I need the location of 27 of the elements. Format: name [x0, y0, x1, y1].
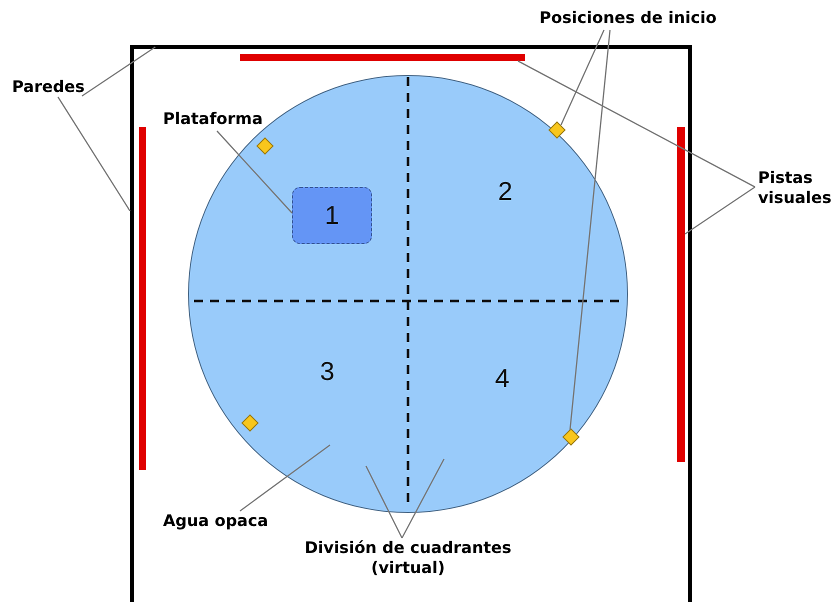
callout-label: Pistas visuales	[758, 168, 838, 208]
leader-line	[518, 60, 756, 188]
leader-line	[569, 30, 611, 430]
leader-line	[216, 130, 292, 214]
start-position-marker	[562, 428, 580, 446]
visual-cue-bar	[139, 127, 146, 470]
callout-label: División de cuadrantes (virtual)	[278, 538, 538, 578]
platform: 1	[292, 187, 372, 244]
leader-line	[365, 466, 403, 538]
leader-line	[240, 444, 330, 512]
quadrant-number: 2	[498, 176, 512, 207]
start-position-marker	[241, 414, 259, 432]
callout-label: Paredes	[12, 77, 102, 97]
start-position-marker	[548, 121, 566, 139]
leader-line	[560, 30, 605, 126]
leader-line	[57, 96, 131, 212]
visual-cue-bar	[677, 127, 685, 462]
quadrant-number: 3	[320, 356, 334, 387]
callout-label: Posiciones de inicio	[528, 8, 728, 28]
leader-line	[82, 46, 156, 97]
callout-label: Agua opaca	[163, 511, 273, 531]
leader-line	[401, 458, 445, 538]
visual-cue-bar	[240, 54, 525, 61]
callout-label: Plataforma	[163, 109, 273, 129]
quadrant-number: 4	[495, 363, 510, 394]
leader-line	[684, 186, 756, 235]
start-position-marker	[256, 137, 274, 155]
